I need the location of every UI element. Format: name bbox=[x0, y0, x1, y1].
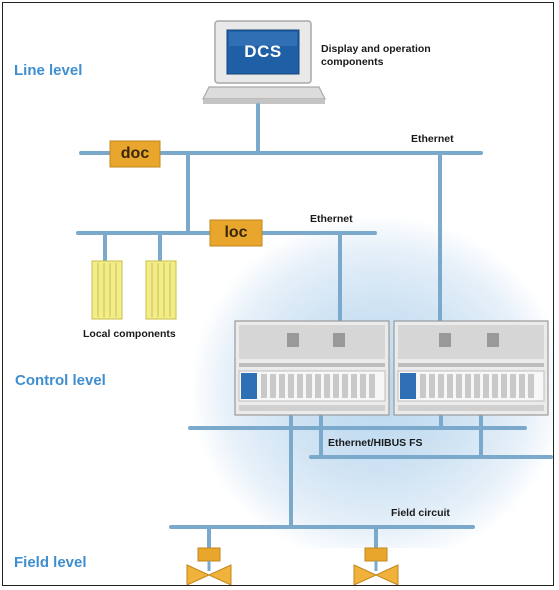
ethernet-top-label: Ethernet bbox=[411, 133, 454, 145]
doc-node bbox=[109, 140, 161, 168]
network-diagram bbox=[76, 20, 553, 585]
local-components-label: Local components bbox=[83, 328, 176, 340]
controller-cabinet-1 bbox=[234, 320, 390, 416]
dcs-screen-label: DCS bbox=[244, 42, 282, 61]
ethernet-hibus-label: Ethernet/HIBUS FS bbox=[328, 437, 423, 449]
doc-node-label: doc bbox=[120, 145, 150, 162]
field-circuit-label: Field circuit bbox=[391, 507, 450, 519]
dcs-workstation bbox=[202, 20, 326, 104]
controller-cabinet-2 bbox=[393, 320, 549, 416]
loc-node-label: loc bbox=[224, 224, 248, 241]
dcs-caption: Display and operation components bbox=[321, 43, 431, 68]
ethernet-mid-label: Ethernet bbox=[310, 213, 353, 225]
local-component-2 bbox=[145, 260, 177, 320]
control-level-label: Control level bbox=[15, 372, 106, 389]
line-level-label: Line level bbox=[14, 62, 83, 79]
diagram-frame: DCS Display and operation components Lin… bbox=[2, 2, 554, 586]
field-level-label: Field level bbox=[14, 554, 87, 571]
field-valve-2 bbox=[353, 547, 399, 585]
bus-lines bbox=[76, 103, 553, 550]
field-valve-1 bbox=[186, 547, 232, 585]
local-component-1 bbox=[91, 260, 123, 320]
loc-node bbox=[209, 219, 263, 247]
